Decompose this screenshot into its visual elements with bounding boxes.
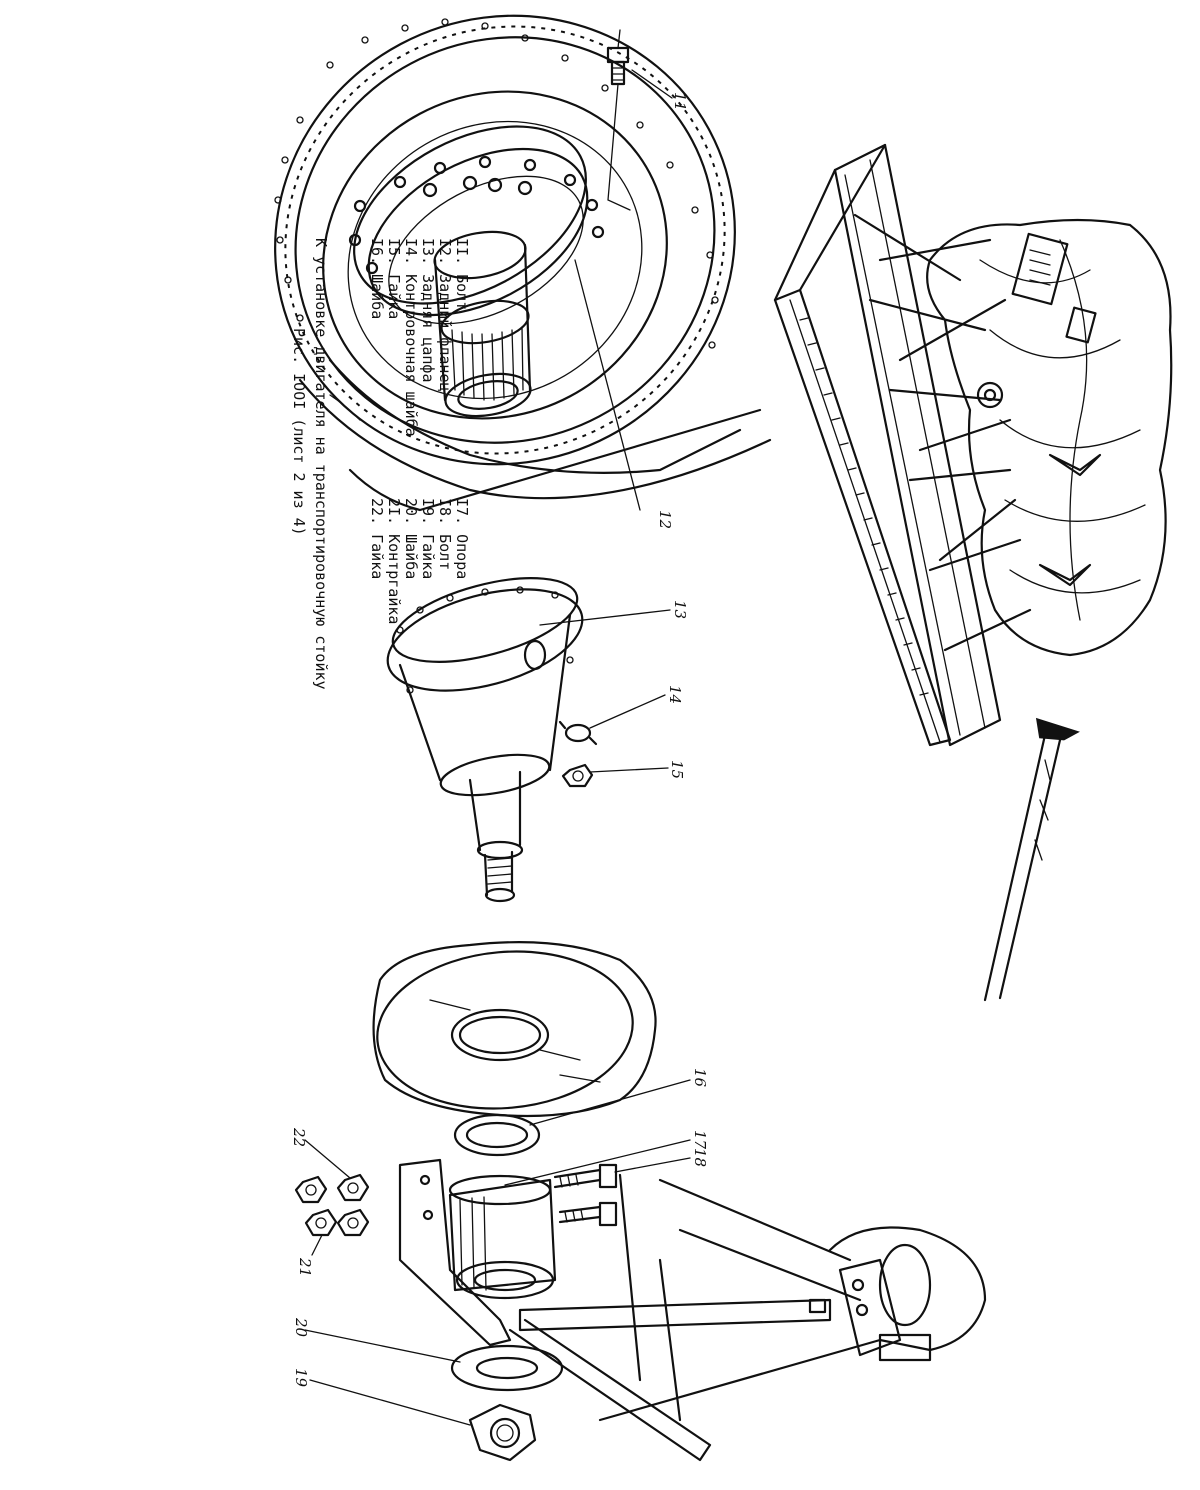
leader-19 xyxy=(309,1379,471,1426)
support-17 xyxy=(398,1158,557,1347)
stand-frame-lower xyxy=(508,1173,882,1462)
callout-19: 19 xyxy=(292,1368,310,1388)
leader-21 xyxy=(311,1234,323,1256)
washer-20 xyxy=(450,1344,564,1392)
callout-16: 16 xyxy=(691,1068,709,1088)
outer-ring-rivets xyxy=(274,18,719,349)
legend-item: I8. Болт xyxy=(436,498,454,571)
leader-14 xyxy=(589,694,666,729)
callout-11: 11 xyxy=(671,92,689,111)
legend-item: I7. Опора xyxy=(453,498,471,580)
figure-caption: К установке двигателя на транспортировоч… xyxy=(288,238,332,690)
legend-item: I4. Контровочная шайба xyxy=(402,238,420,437)
bolts-18 xyxy=(553,1163,618,1227)
caption-figure-number: Рис. IOOI (лист 2 из 4) xyxy=(290,328,308,536)
nut-15 xyxy=(561,763,594,788)
callout-18: 18 xyxy=(691,1148,709,1167)
leader-18 xyxy=(614,1157,691,1173)
legend-column-left: II. Болт I2. Задний фланец I3. Задняя ца… xyxy=(368,238,471,437)
rear-shaft xyxy=(433,230,532,418)
insertion-arrow xyxy=(983,717,1080,1002)
legend-item: 2I. Контргайка xyxy=(385,498,403,625)
rear-trunnion-13 xyxy=(386,577,584,903)
leader-12 xyxy=(574,259,641,511)
legend-item: 22. Гайка xyxy=(368,498,386,580)
callout-13: 13 xyxy=(671,600,689,619)
leader-20 xyxy=(304,1329,461,1363)
nut-19 xyxy=(468,1403,537,1462)
callout-21: 21 xyxy=(296,1257,314,1277)
callout-17: 17 xyxy=(691,1130,709,1150)
washer-16 xyxy=(453,1113,541,1157)
legend-column-right: I7. Опора I8. Болт I9. Гайка 20. Шайба 2… xyxy=(368,498,471,625)
legend-item: I2. Задний фланец xyxy=(436,238,454,392)
legend-item: II. Болт xyxy=(453,238,471,311)
upper-mount-bracket xyxy=(808,1226,987,1362)
legend-item: 20. Шайба xyxy=(402,498,420,580)
caption-title: К установке двигателя на транспортировоч… xyxy=(312,238,330,690)
callout-15: 15 xyxy=(668,760,686,779)
nuts-22 xyxy=(336,1173,370,1237)
legend-item: I5. Гайка xyxy=(385,238,403,320)
leader-16 xyxy=(529,1079,691,1126)
locknuts-21 xyxy=(294,1175,338,1237)
engine-disc xyxy=(372,941,657,1118)
transport-stand xyxy=(773,143,1173,747)
callout-14: 14 xyxy=(666,685,684,704)
leader-13 xyxy=(539,609,671,626)
leader-17 xyxy=(504,1139,691,1186)
leader-15 xyxy=(589,767,669,773)
lock-washer-14 xyxy=(558,720,598,746)
legend-item: I3. Задняя цапфа xyxy=(419,238,437,383)
bolt-11 xyxy=(606,29,631,211)
leader-11 xyxy=(631,69,673,99)
rear-flange xyxy=(348,125,605,325)
callout-20: 20 xyxy=(292,1317,310,1338)
callout-12: 12 xyxy=(656,510,674,529)
parts-legend: II. Болт I2. Задний фланец I3. Задняя ца… xyxy=(240,8,471,708)
legend-item: I6. Шайба xyxy=(368,238,386,320)
leader-22 xyxy=(304,1139,351,1179)
engine-rear-housing xyxy=(274,14,772,512)
callout-22: 22 xyxy=(290,1127,308,1147)
legend-item: I9. Гайка xyxy=(419,498,437,580)
